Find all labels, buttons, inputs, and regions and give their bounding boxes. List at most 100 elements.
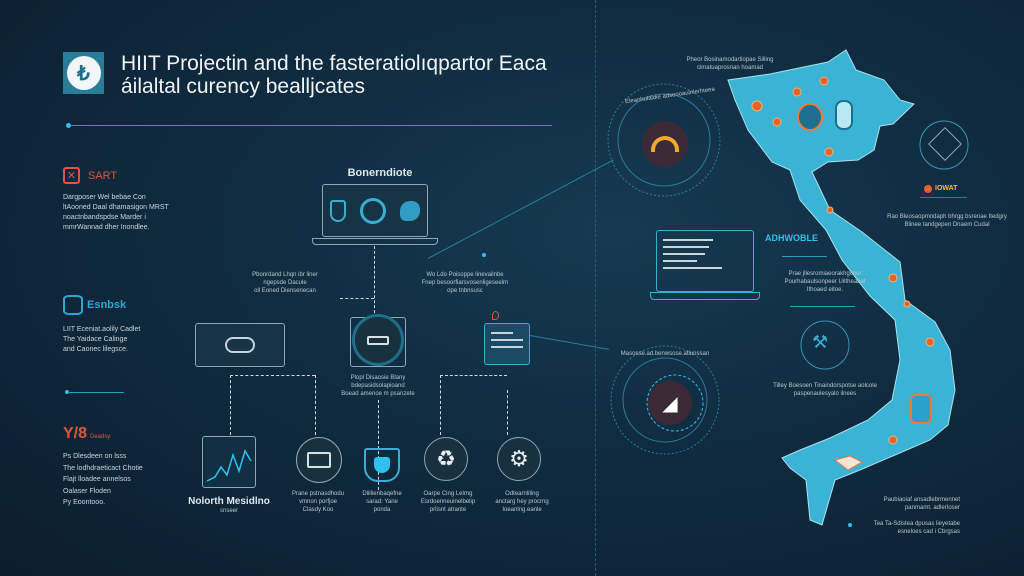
- caption-line: Rao Bleosaopmndaph bhrgg bsrenae Itedgry: [887, 214, 1007, 220]
- wallet-icon: [367, 335, 389, 345]
- map-markers: [751, 76, 935, 445]
- item-line: Odtearnliling: [505, 491, 539, 497]
- bottom-item-1: Nolorth Mesidlno snseer: [176, 496, 282, 515]
- trophy-icon: [330, 199, 346, 222]
- caption-line: ope tnbnsusc: [447, 288, 483, 294]
- chart-icon: [206, 449, 252, 482]
- caption-line: Boead amenoe m psanzete: [341, 391, 415, 397]
- shield-icon: [374, 457, 390, 473]
- connector: [230, 375, 231, 435]
- heading-underline: [782, 256, 827, 257]
- laptop-base: [312, 238, 438, 245]
- caption-line: paspenaulesyalo ilnees: [793, 391, 857, 397]
- laptop-node: [296, 437, 342, 483]
- connector: [340, 298, 374, 299]
- section-title: SART: [88, 169, 118, 182]
- divider: [790, 306, 855, 307]
- caption-line: Wo Ldo Poisoppe linevailnbe: [426, 272, 504, 278]
- settings-node: ⚙: [497, 437, 541, 481]
- section-sart: ✕ SART Dargposer Wel bebae Con ltAooned …: [63, 167, 169, 233]
- caption-line: cimatuaprosnan hoamad: [696, 65, 764, 71]
- section-text: LIIT Eceniat.aolily Cadlet: [63, 326, 141, 333]
- item-line: Prane pstnasdhodu: [291, 491, 345, 497]
- caption-middle: Plopl Disaosie Blany bdepasidsolapioand …: [320, 374, 436, 398]
- card-device: [195, 323, 285, 367]
- caption-line: esneloes cad i Cbrgsas: [897, 529, 960, 535]
- bottom-item-2: Prane pstnasdhodu vmnon porfjoe Clasdy K…: [285, 490, 351, 514]
- caption-line: panmamt. adlerIoser: [904, 505, 960, 511]
- connector: [507, 390, 508, 435]
- section-text: Flajt lloadee annelsos: [63, 476, 131, 483]
- item-line: Dlillienbaqefne: [362, 491, 402, 497]
- map-laptop-base: [650, 292, 760, 300]
- item-line: Esrdoenneuinelbelip: [420, 499, 476, 505]
- connector: [374, 246, 375, 318]
- bottom-caption-1: Paubiaoiaf ansadlebrmennet panmamt. adle…: [835, 496, 960, 512]
- section-text: The Yaidace Calinge: [63, 336, 128, 343]
- bottom-item-4: Oarpe Cing Lelrng Esrdoenneuinelbelip pr…: [413, 490, 483, 514]
- coin-icon: [360, 197, 386, 224]
- bottom-caption-2: Tea Ta-Sdistea dpusas lieyetabe esneloes…: [835, 520, 960, 536]
- caption-line: Pourhabaulsonpeer Uiltheabat: [784, 279, 866, 285]
- map-heading: ADHWOBLE: [765, 233, 818, 243]
- connector: [440, 375, 507, 376]
- gauge-icon: [642, 121, 688, 167]
- alert-pin-icon: [492, 311, 499, 320]
- bottom-item-5: Odtearnliling anctarg hey procrng Ioeanl…: [485, 490, 559, 514]
- checkbox-warning-icon: ✕: [63, 167, 80, 184]
- item-line: Ioeanlng.eanle: [502, 507, 542, 513]
- flame-icon: [924, 184, 932, 193]
- item-line: vmnon porfjoe: [298, 499, 338, 505]
- wallet-ring: [352, 314, 404, 366]
- section-text: Oalaser Floden: [63, 487, 111, 495]
- map-shape: [727, 49, 956, 526]
- caption-line: Pbonrdand Lhqn ibr liner: [252, 272, 318, 278]
- section-esnbsk: Esnbsk LIIT Eceniat.aolily Cadlet The Ya…: [63, 295, 140, 355]
- connector: [230, 375, 315, 376]
- section-text: The lodhdraeticact Chotie: [63, 464, 143, 472]
- caption-line: Pheor Bosinamodartiopae Silling: [686, 57, 774, 63]
- badge: IOWAT: [920, 180, 967, 198]
- caption-line: Fnep besoorfiarsvosenligeseelrn: [421, 280, 509, 286]
- caption-line: oll Eoned Diensenecan: [254, 288, 316, 294]
- section-text: Py Eoontooo.: [63, 499, 106, 506]
- map-laptop: [656, 230, 754, 292]
- database-icon: [63, 295, 83, 315]
- caption-line: Paubiaoiaf ansadlebrmennet: [883, 497, 960, 503]
- page-title: HIIT Projectin and the fasteratiolıqpart…: [121, 52, 547, 98]
- connector: [440, 375, 441, 435]
- heading-caption: Prae jllesromiaeorakhgcher Pourhabaulson…: [770, 270, 880, 294]
- caption-line: Prae jllesromiaeorakhgcher: [788, 271, 862, 277]
- item-line: Clasdy Koo: [302, 507, 334, 513]
- section-divider-dot: [65, 390, 69, 394]
- bottom-item-3: Dlillienbaqefne sarad: Yane ponda: [352, 490, 412, 514]
- item-title: Nolorth Mesidlno: [188, 496, 270, 507]
- cloud-icon: [225, 337, 255, 353]
- section-text: noactnbandspdse Marder i: [63, 214, 146, 221]
- section-divider: [68, 392, 124, 393]
- shield-node: [364, 448, 400, 482]
- connector: [378, 400, 379, 490]
- laptop-screen: [322, 184, 428, 237]
- currency-logo-icon: ₺: [66, 56, 101, 90]
- badge-label: IOWAT: [935, 185, 958, 192]
- document-node: [484, 323, 530, 365]
- caption-top-right: Wo Ldo Poisoppe linevailnbe Fnep besoorf…: [400, 271, 530, 295]
- header-logo: ₺: [63, 52, 104, 94]
- connector-dot: [482, 253, 486, 257]
- item-line: ponda: [373, 507, 391, 513]
- tools-icon: ⚒: [812, 332, 829, 352]
- item-line: prlisnt atrante: [429, 507, 467, 513]
- mid-caption: Tilley Boesoen Tinaindorspotse aolcole p…: [760, 382, 890, 398]
- recycle-icon: ♻: [436, 446, 456, 471]
- vertical-divider: [595, 0, 596, 576]
- gear-icon: ⚙: [509, 446, 529, 471]
- section-text: Ps Dlesdeen on lsss: [63, 453, 127, 460]
- caption-top-left: Pbonrdand Lhqn ibr liner ngepsde Dacule …: [225, 271, 345, 295]
- title-line-2: áilaltal curency bealljcates: [121, 75, 365, 98]
- map-caption-top: Pheor Bosinamodartiopae Silling cimatuap…: [670, 56, 790, 72]
- caption-line: Plopl Disaosie Blany: [350, 375, 406, 381]
- caption-line: bdepasidsolapioand: [351, 383, 405, 389]
- laptop-icon: [307, 452, 331, 468]
